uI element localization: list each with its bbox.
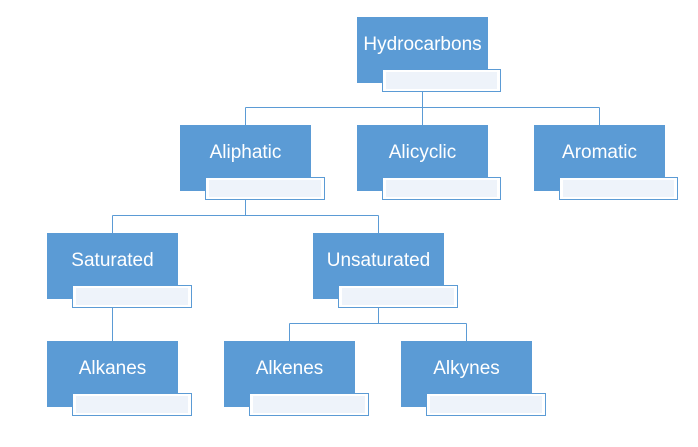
node-alkanes-label: Alkanes xyxy=(78,358,147,379)
node-alkynes-label: Alkynes xyxy=(433,358,500,379)
node-unsaturated-subbox xyxy=(338,285,458,308)
node-unsaturated-label: Unsaturated xyxy=(326,250,431,271)
node-alkenes-label: Alkenes xyxy=(255,358,324,379)
node-alkanes-subbox xyxy=(72,393,192,416)
node-saturated-subbox xyxy=(72,285,192,308)
node-aliphatic-label: Aliphatic xyxy=(209,142,282,163)
node-aliphatic-subbox xyxy=(205,177,325,200)
node-alkynes-subbox xyxy=(426,393,546,416)
node-alkenes-subbox xyxy=(249,393,369,416)
node-alicyclic-label: Alicyclic xyxy=(388,142,457,163)
node-aromatic-label: Aromatic xyxy=(562,142,637,163)
node-aromatic-subbox xyxy=(559,177,678,200)
node-saturated-label: Saturated xyxy=(71,250,154,271)
node-alicyclic-subbox xyxy=(382,177,501,200)
node-hydrocarbons-label: Hydrocarbons xyxy=(363,34,482,55)
node-hydrocarbons-subbox xyxy=(382,69,501,92)
